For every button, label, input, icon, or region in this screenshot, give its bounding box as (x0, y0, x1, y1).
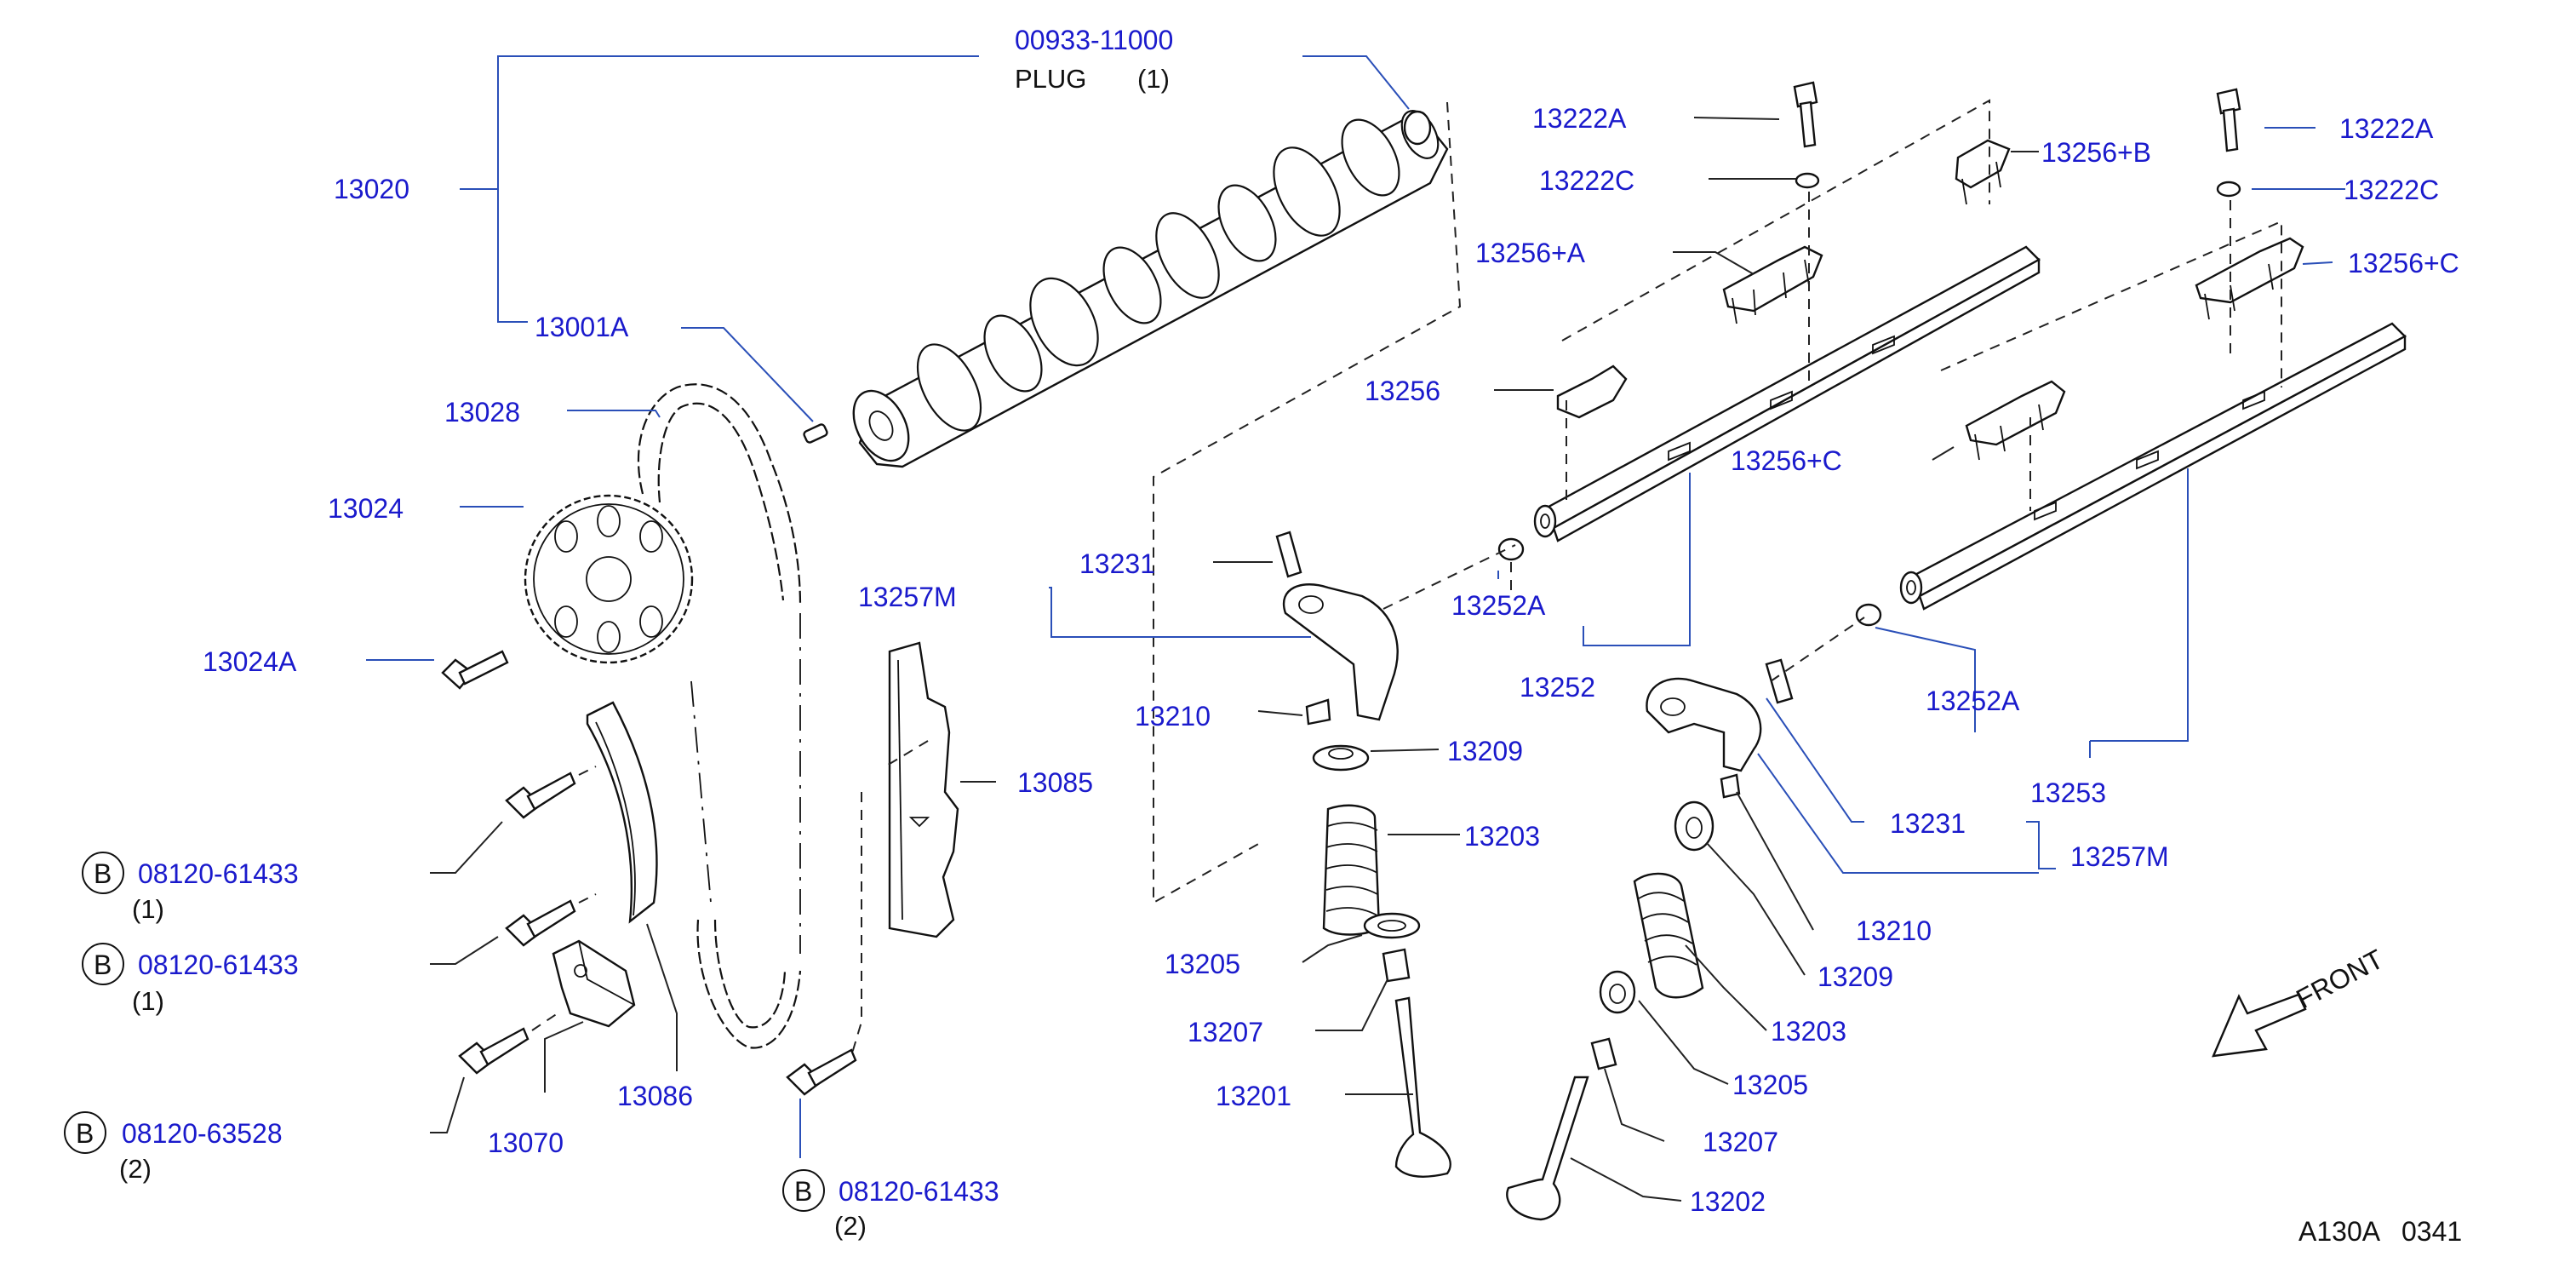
chain-guide-bolt-drawing (786, 1048, 857, 1096)
washer-c2-label[interactable]: 13222C (2344, 175, 2439, 205)
bolt-a1-label[interactable]: 13222A (1532, 103, 1627, 134)
bolt-marker-text: B (76, 1118, 94, 1149)
bracket-label[interactable]: 13256 (1365, 376, 1440, 406)
circled-b-icon: B (64, 1111, 106, 1154)
bolt-marker-text: B (794, 1176, 812, 1207)
plug-part-number[interactable]: 00933-11000 (1015, 25, 1173, 55)
bracket-c-right-label[interactable]: 13256+C (2348, 248, 2459, 278)
plug-name: PLUG (1015, 64, 1086, 94)
spring-left-label[interactable]: 13203 (1464, 821, 1540, 852)
bolt3-qty: (2) (119, 1154, 152, 1184)
rocker-brackets-2-drawing (1965, 88, 2304, 461)
intake-valve-label[interactable]: 13201 (1216, 1081, 1291, 1111)
bracket-c-mid-label[interactable]: 13256+C (1731, 445, 1842, 476)
shaft2-label[interactable]: 13253 (2030, 777, 2106, 808)
exhaust-valve-label[interactable]: 13202 (1690, 1186, 1766, 1217)
bolt2-qty: (1) (132, 986, 164, 1016)
rocker-left-label[interactable]: 13257M (858, 582, 957, 612)
camshaft-label[interactable]: 13020 (334, 174, 409, 204)
plug-shaft1-label[interactable]: 13252A (1451, 590, 1546, 621)
bolt4-part-number[interactable]: 08120-61433 (839, 1176, 999, 1207)
diagram-code: A130A 0341 (2298, 1216, 2462, 1247)
tensioner-label[interactable]: 13070 (488, 1127, 564, 1158)
slack-guide-label[interactable]: 13086 (617, 1081, 693, 1111)
bolt2-part-number[interactable]: 08120-61433 (138, 950, 299, 980)
tensioner-bolt-drawing (458, 1013, 558, 1075)
adj-screw-right-label[interactable]: 13231 (1890, 808, 1966, 839)
bolt-marker-text: B (94, 858, 112, 889)
cap-left-label[interactable]: 13210 (1135, 701, 1211, 732)
timing-chain-drawing (637, 383, 802, 1049)
sprocket-bolt-label[interactable]: 13024A (203, 646, 297, 677)
washer-c1-label[interactable]: 13222C (1539, 165, 1634, 196)
bolt3-part-number[interactable]: 08120-63528 (122, 1118, 283, 1149)
valve-left-parts-drawing (1305, 698, 1451, 1178)
bolt-a2-label[interactable]: 13222A (2339, 113, 2434, 144)
rocker-shaft-1-drawing (1497, 245, 2041, 561)
bolt-marker-text: B (94, 950, 112, 980)
seal-left-label[interactable]: 13207 (1188, 1017, 1263, 1047)
camshaft-drawing (803, 110, 1449, 468)
shaft1-label[interactable]: 13252 (1520, 672, 1595, 703)
chain-label[interactable]: 13028 (444, 397, 520, 427)
adj-screw-left-label[interactable]: 13231 (1079, 548, 1155, 579)
chain-guide-drawing (850, 641, 959, 1057)
part-labels: 00933-11000 PLUG (1) 13020 13001A 13028 … (64, 25, 2462, 1247)
front-arrow-icon (2212, 993, 2307, 1058)
rocker-shaft-2-drawing (1855, 322, 2407, 627)
circled-b-icon: B (82, 943, 124, 985)
rocker-arm-left-drawing (1275, 531, 1399, 721)
cap-right-label[interactable]: 13210 (1856, 915, 1932, 946)
tensioner-drawing (552, 939, 636, 1028)
seat-left-label[interactable]: 13205 (1165, 949, 1240, 979)
bolt4-qty: (2) (834, 1211, 867, 1241)
leader-lines (366, 55, 2345, 1202)
chain-guide-label[interactable]: 13085 (1017, 767, 1093, 798)
rocker-brackets-1-drawing (1556, 81, 2011, 419)
circled-b-icon: B (82, 852, 124, 894)
bracket-a-label[interactable]: 13256+A (1475, 238, 1586, 268)
bracket-b-label[interactable]: 13256+B (2041, 137, 2151, 168)
front-label: FRONT (2291, 944, 2388, 1015)
camshaft-sprocket-drawing (524, 494, 694, 664)
plug-qty: (1) (1137, 64, 1170, 94)
cam-pin-label[interactable]: 13001A (535, 312, 629, 342)
sprocket-label[interactable]: 13024 (328, 493, 404, 524)
rocker-right-label[interactable]: 13257M (2070, 841, 2169, 872)
retainer-left-label[interactable]: 13209 (1447, 736, 1523, 766)
circled-b-icon: B (782, 1169, 825, 1212)
retainer-right-label[interactable]: 13209 (1818, 961, 1893, 992)
guide-bolt-2-drawing (505, 893, 597, 947)
plug-shaft2-label[interactable]: 13252A (1926, 686, 2020, 716)
rocker-arm-right-drawing (1646, 658, 1794, 772)
sprocket-bolt-drawing (441, 650, 509, 690)
valve-right-parts-drawing (1506, 773, 1741, 1221)
seat-right-label[interactable]: 13205 (1732, 1070, 1808, 1100)
bolt1-qty: (1) (132, 894, 164, 924)
guide-bolt-1-drawing (505, 766, 597, 819)
seal-right-label[interactable]: 13207 (1703, 1127, 1778, 1157)
bolt1-part-number[interactable]: 08120-61433 (138, 858, 299, 889)
slack-guide-drawing (586, 701, 658, 924)
spring-right-label[interactable]: 13203 (1771, 1016, 1846, 1047)
plug-shape (1403, 110, 1432, 146)
